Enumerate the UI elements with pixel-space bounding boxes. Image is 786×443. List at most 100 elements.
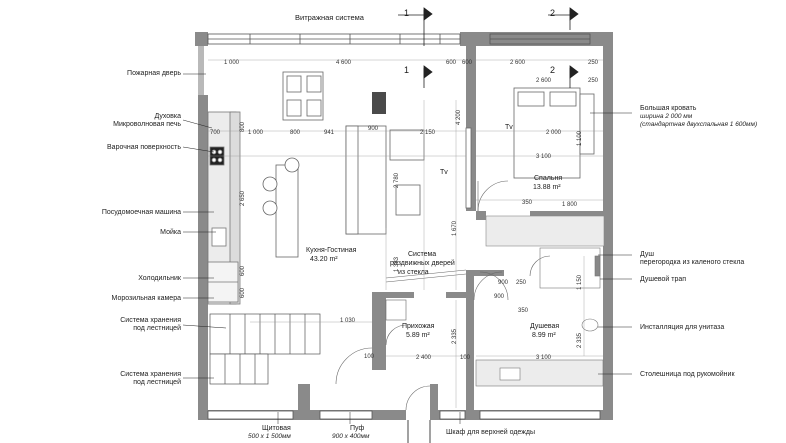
bed <box>513 87 595 179</box>
kitchen-counter <box>207 111 241 305</box>
tv-bedroom-label: Tv <box>505 124 513 131</box>
leader-lines-left <box>182 73 227 379</box>
label-fire-door: Пожарная дверь <box>127 70 181 77</box>
pillar <box>372 92 386 114</box>
dim-1800: 1 800 <box>562 202 578 208</box>
sliding-label-2: раздвижных дверей <box>390 259 455 267</box>
bedroom-window <box>489 33 591 45</box>
dim-100-a: 100 <box>364 354 375 360</box>
label-pouf-size: 900 х 400мм <box>332 433 370 440</box>
dining-table <box>282 71 324 121</box>
tv-living-label: Tv <box>440 169 448 176</box>
label-oven: Духовка <box>154 113 181 120</box>
dim-2600-a: 2 600 <box>510 60 526 66</box>
sliding-label-3: из стекла <box>398 269 429 276</box>
label-panel-size: 500 х 1 500мм <box>248 433 291 440</box>
dim-3100-b: 3 100 <box>536 355 552 361</box>
bottom-window <box>207 410 601 420</box>
dim-2650: 2 650 <box>240 190 246 206</box>
dim-250-a: 250 <box>588 60 599 66</box>
dim-900-a: 900 <box>368 126 379 132</box>
label-fridge: Холодильник <box>138 275 182 282</box>
dim-350-a: 350 <box>522 200 533 206</box>
section-1-mid: 1 <box>404 65 409 75</box>
label-toilet: Инсталляция для унитаза <box>640 324 724 331</box>
label-shower-glass: перегородка из каленого стекла <box>640 259 744 266</box>
room-bedroom-area: 13.88 m² <box>533 184 561 191</box>
dim-941: 941 <box>324 130 335 136</box>
dim-2400: 2 400 <box>416 355 432 361</box>
label-bed-1: Большая кровать <box>640 105 697 112</box>
bedroom-wardrobe <box>485 215 605 247</box>
room-shower-area: 8.99 m² <box>532 332 556 339</box>
label-panel: Щитовая <box>262 425 291 432</box>
dim-900-c: 900 <box>494 294 505 300</box>
label-bed-2: ширина 2 000 мм <box>640 113 693 120</box>
dim-600-d: 600 <box>240 287 246 298</box>
dim-1100: 1 100 <box>577 130 583 146</box>
tv-panel <box>465 127 472 209</box>
dim-900-b: 900 <box>498 280 509 286</box>
kitchen-island <box>262 157 300 258</box>
label-storage-1a: Система хранения <box>120 317 181 324</box>
section-2-mid: 2 <box>550 65 555 75</box>
dim-4600: 4 600 <box>336 60 352 66</box>
label-drain: Душевой трап <box>640 275 686 283</box>
room-kitchen-area: 43.20 m² <box>310 256 338 263</box>
room-kitchen-name: Кухня-Гостиная <box>306 247 357 254</box>
dim-2150: 2 150 <box>420 130 436 136</box>
dim-3100-a: 3 100 <box>536 154 552 160</box>
dim-2335-b: 2 335 <box>577 332 583 348</box>
dimension-lines <box>208 59 603 408</box>
dim-600-b: 600 <box>462 60 473 66</box>
leader-lines-right <box>590 112 632 375</box>
dim-100-b: 100 <box>460 355 471 361</box>
label-shower: Душ <box>640 251 654 258</box>
dim-4200: 4 200 <box>456 109 462 125</box>
dim-1030: 1 030 <box>340 318 356 324</box>
section-1-top: 1 <box>404 8 409 18</box>
dim-1383: 1 383 <box>394 256 400 272</box>
label-freezer: Морозильная камера <box>112 295 182 302</box>
dim-250-c: 250 <box>516 280 527 286</box>
label-bed-3: (стандартная двухспальная 1 600мм) <box>640 120 757 128</box>
dim-2000: 2 000 <box>546 130 562 136</box>
label-microwave: Микроволновая печь <box>113 121 181 128</box>
dim-2335: 2 335 <box>452 328 458 344</box>
sofa <box>345 125 425 235</box>
dim-2600-b: 2 600 <box>536 78 552 84</box>
glazing-label: Витражная система <box>295 13 365 22</box>
dim-800: 800 <box>290 130 301 136</box>
shower-room <box>475 247 604 387</box>
sliding-label-1: Система <box>408 251 436 258</box>
room-shower-name: Душевая <box>530 323 559 330</box>
dim-600-c: 600 <box>240 265 246 276</box>
dim-800-b: 800 <box>240 121 246 132</box>
dim-1150: 1 150 <box>577 274 583 290</box>
label-dishwasher: Посудомоечная машина <box>102 209 181 216</box>
room-bedroom-name: Спальня <box>534 175 562 182</box>
sink-icon <box>211 227 227 247</box>
dim-1000: 1 000 <box>248 130 264 136</box>
dim-1670: 1 670 <box>452 220 458 236</box>
section-2-top: 2 <box>550 8 555 18</box>
glazing-window <box>207 33 461 45</box>
label-sink: Мойка <box>160 228 181 236</box>
label-storage-2b: под лестницей <box>133 378 181 386</box>
section-markers <box>398 7 579 88</box>
room-hall-area: 5.89 m² <box>406 332 430 339</box>
label-hob: Варочная поверхность <box>107 144 181 151</box>
stairs <box>209 313 321 385</box>
dim-600-a: 600 <box>446 60 457 66</box>
label-storage-1b: под лестницей <box>133 324 181 332</box>
dim-2780: 2 780 <box>394 172 400 188</box>
dim-1000-top: 1 000 <box>224 60 240 66</box>
dim-350-b: 350 <box>518 308 529 314</box>
label-wardrobe: Шкаф для верхней одежды <box>446 428 535 436</box>
label-storage-2a: Система хранения <box>120 371 181 378</box>
dim-700: 700 <box>210 130 221 136</box>
room-hall-name: Прихожая <box>402 323 435 330</box>
label-pouf: Пуф <box>350 425 364 432</box>
dim-250-b: 250 <box>588 78 599 84</box>
